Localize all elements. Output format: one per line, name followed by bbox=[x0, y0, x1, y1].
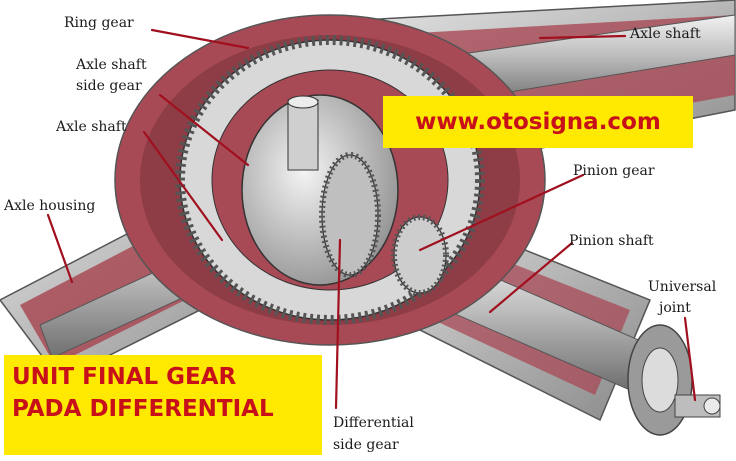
label-pinion-gear: Pinion gear bbox=[573, 163, 655, 179]
label-universal-joint-line1: Universal bbox=[648, 279, 717, 295]
title-line-2: PADA DIFFERENTIAL bbox=[12, 396, 274, 422]
label-pinion-shaft: Pinion shaft bbox=[569, 233, 654, 249]
label-axle-shaft-side-gear-line1: Axle shaft bbox=[76, 57, 147, 73]
differential-side-gear bbox=[319, 152, 381, 278]
pinion-gear bbox=[391, 214, 449, 296]
website-banner: www.otosigna.com bbox=[383, 96, 693, 148]
title-banner: UNIT FINAL GEAR PADA DIFFERENTIAL bbox=[4, 355, 322, 455]
leader-lines bbox=[46, 28, 697, 410]
label-axle-housing: Axle housing bbox=[4, 198, 96, 214]
label-differential-side-gear-line1: Differential bbox=[333, 415, 414, 431]
label-axle-shaft-left: Axle shaft bbox=[56, 119, 127, 135]
title-line-1: UNIT FINAL GEAR bbox=[12, 364, 237, 390]
label-axle-shaft-side-gear-line2: side gear bbox=[76, 78, 142, 94]
label-ring-gear: Ring gear bbox=[64, 15, 134, 31]
label-differential-side-gear-line2: side gear bbox=[333, 437, 399, 453]
label-universal-joint-line2: joint bbox=[659, 300, 691, 316]
label-axle-shaft-right: Axle shaft bbox=[630, 26, 701, 42]
universal-joint bbox=[627, 324, 721, 436]
